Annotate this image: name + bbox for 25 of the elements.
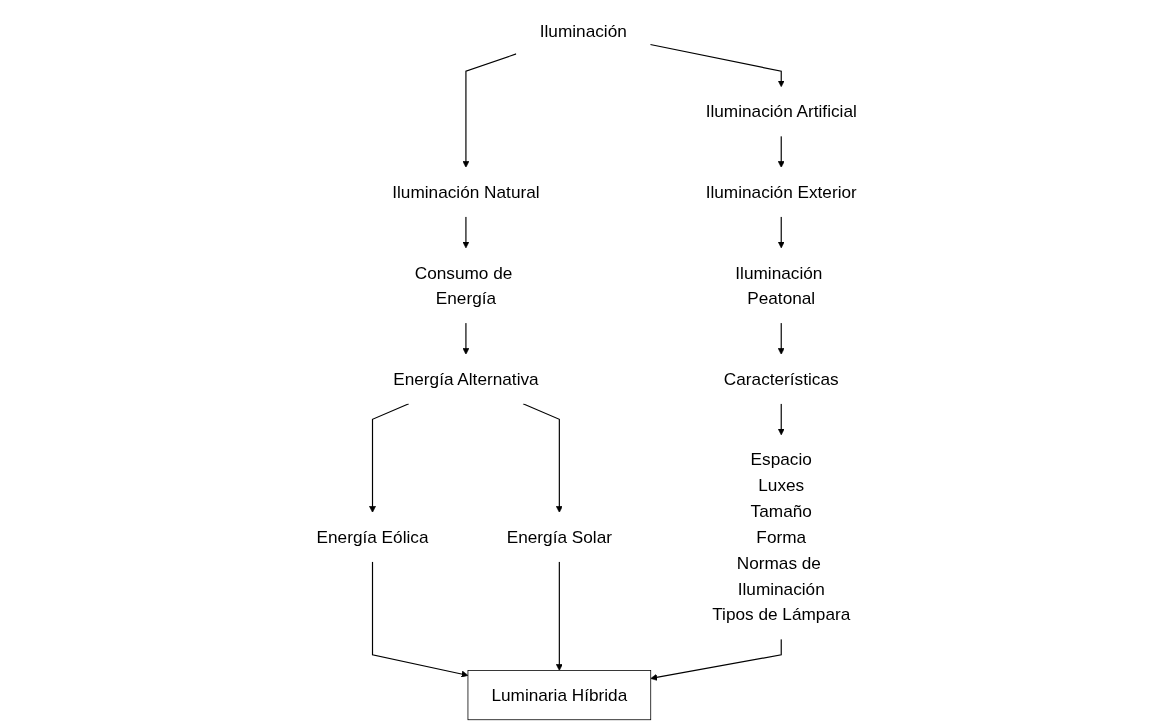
node-text: Energía Solar: [506, 527, 612, 547]
arrow: [462, 216, 470, 249]
arrow: [649, 43, 785, 88]
arrow: [650, 638, 782, 681]
node-text: Iluminación Natural: [392, 182, 540, 202]
node-text: Consumo de Energía: [414, 262, 513, 309]
arrow: [777, 322, 785, 355]
arrow: [777, 135, 785, 168]
arrow: [371, 561, 469, 678]
node-text: Iluminación Peatonal: [735, 262, 823, 309]
node-text: Energía Eólica: [316, 527, 429, 547]
arrow: [522, 403, 563, 513]
node-text: Espacio Luxes Tamaño Forma Normas de Iluminación Tipos de Lámpara: [712, 449, 851, 625]
arrow: [777, 403, 785, 436]
arrow: [777, 216, 785, 249]
arrow: [555, 561, 563, 671]
node-box: Luminaria Híbrida: [467, 670, 652, 721]
node-text: Energía Alternativa: [393, 369, 539, 389]
arrow: [462, 53, 517, 168]
node-text: Iluminación Artificial: [705, 101, 857, 122]
node-text: Iluminación Exterior: [705, 182, 857, 202]
node-text: Iluminación: [539, 21, 627, 41]
arrow: [462, 322, 470, 355]
arrow: [369, 403, 410, 513]
node-text: Características: [723, 369, 839, 389]
